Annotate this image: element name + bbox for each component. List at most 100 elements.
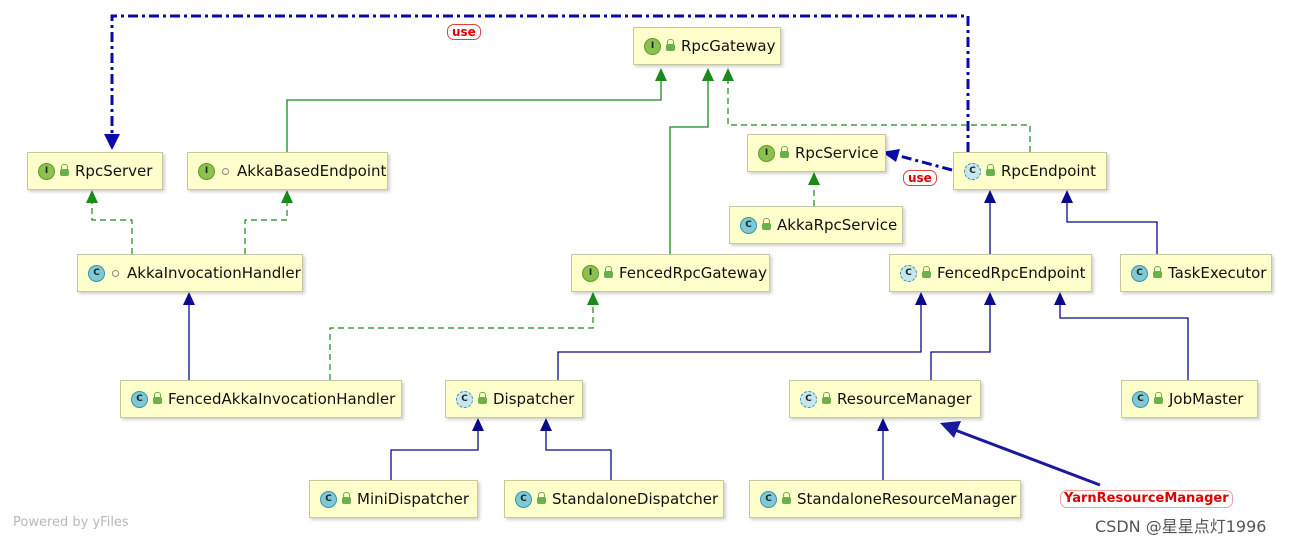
node-rpc-service[interactable]: I RpcService <box>747 134 886 172</box>
arrow-fencedakka-fencedgateway <box>587 292 599 305</box>
node-akka-rpc-service[interactable]: C AkkaRpcService <box>729 206 903 244</box>
edge-rpcendpoint-rpcgateway <box>727 80 1031 152</box>
node-rpc-server[interactable]: I RpcServer <box>27 152 163 190</box>
abstract-class-badge-icon: C <box>800 390 817 408</box>
arrow-minidispatcher-dispatcher <box>472 418 484 431</box>
edge-jobmaster-fencedendpoint <box>1059 304 1189 380</box>
package-private-icon <box>112 269 119 277</box>
public-lock-icon <box>604 266 613 278</box>
public-lock-icon <box>342 492 351 504</box>
public-lock-icon <box>1153 266 1162 278</box>
node-resource-manager[interactable]: C ResourceManager <box>789 380 981 418</box>
node-rpc-gateway[interactable]: I RpcGateway <box>633 27 781 65</box>
interface-badge-icon: I <box>758 144 775 162</box>
node-akka-invocation-handler[interactable]: C AkkaInvocationHandler <box>77 254 303 292</box>
node-label: RpcEndpoint <box>1001 162 1096 180</box>
public-lock-icon <box>986 164 995 176</box>
public-lock-icon <box>822 392 831 404</box>
node-label: FencedAkkaInvocationHandler <box>168 390 396 408</box>
node-label: MiniDispatcher <box>357 490 470 508</box>
node-fenced-akka-invocation-handler[interactable]: C FencedAkkaInvocationHandler <box>120 380 402 418</box>
class-badge-icon: C <box>1132 390 1149 408</box>
node-label: AkkaBasedEndpoint <box>237 162 387 180</box>
node-label: ResourceManager <box>837 390 972 408</box>
node-label: JobMaster <box>1169 390 1244 408</box>
node-label: FencedRpcEndpoint <box>937 264 1086 282</box>
node-mini-dispatcher[interactable]: C MiniDispatcher <box>309 480 478 518</box>
public-lock-icon <box>922 266 931 278</box>
package-private-icon <box>222 167 229 175</box>
yarn-annotation-arrowhead <box>940 421 961 438</box>
edge-dispatcher-fencedendpoint <box>557 304 922 380</box>
arrow-jobmaster-fencedendpoint <box>1054 292 1066 305</box>
edge-taskexecutor-rpcendpoint <box>1066 202 1158 254</box>
arrow-dispatcher-fencedendpoint <box>915 292 927 305</box>
public-lock-icon <box>1154 392 1163 404</box>
node-standalone-dispatcher[interactable]: C StandaloneDispatcher <box>504 480 724 518</box>
node-label: AkkaRpcService <box>777 216 898 234</box>
node-label: TaskExecutor <box>1168 264 1267 282</box>
yarn-annotation-arrow <box>954 428 1101 487</box>
use-edge-service <box>895 153 953 172</box>
interface-badge-icon: I <box>198 162 215 180</box>
class-badge-icon: C <box>1131 264 1148 282</box>
abstract-class-badge-icon: C <box>964 162 981 180</box>
arrow-standalonedispatcher-dispatcher <box>540 418 552 431</box>
arrow-rpcendpoint-rpcgateway <box>722 68 734 81</box>
edge-akkabased-rpcgateway <box>286 80 662 152</box>
public-lock-icon <box>153 392 162 404</box>
node-label: RpcGateway <box>681 37 776 55</box>
node-task-executor[interactable]: C TaskExecutor <box>1120 254 1272 292</box>
class-badge-icon: C <box>760 490 777 508</box>
interface-badge-icon: I <box>644 37 661 55</box>
arrow-fencedgateway-rpcgateway <box>702 68 714 81</box>
class-badge-icon: C <box>88 264 105 282</box>
arrow-akkabased-rpcgateway <box>655 68 667 81</box>
node-label: RpcService <box>795 144 879 162</box>
node-fenced-rpc-endpoint[interactable]: C FencedRpcEndpoint <box>889 254 1092 292</box>
class-badge-icon: C <box>515 490 532 508</box>
arrow-akkainvocation-rpcserver <box>86 190 98 203</box>
node-akka-based-endpoint[interactable]: I AkkaBasedEndpoint <box>187 152 388 190</box>
arrow-taskexecutor-rpcendpoint <box>1061 190 1073 203</box>
abstract-class-badge-icon: C <box>900 264 917 282</box>
use-label-service: use <box>903 170 937 186</box>
use-arrowhead-top <box>104 134 120 150</box>
use-edge-top <box>110 14 970 152</box>
node-label: StandaloneResourceManager <box>797 490 1017 508</box>
edge-fencedgateway-rpcgateway <box>669 80 709 254</box>
interface-badge-icon: I <box>38 162 55 180</box>
powered-by-watermark: Powered by yFiles <box>13 515 129 530</box>
arrow-akkainvocation-akkabased <box>281 190 293 203</box>
class-badge-icon: C <box>320 490 337 508</box>
yarn-resource-manager-annotation: YarnResourceManager <box>1060 490 1233 508</box>
public-lock-icon <box>666 39 675 51</box>
edge-akkainvocation-rpcserver <box>91 202 133 254</box>
public-lock-icon <box>60 164 69 176</box>
class-badge-icon: C <box>131 390 148 408</box>
node-standalone-resource-manager[interactable]: C StandaloneResourceManager <box>749 480 1021 518</box>
interface-badge-icon: I <box>582 264 599 282</box>
public-lock-icon <box>762 218 771 230</box>
arrow-fencedendpoint-rpcendpoint <box>984 190 996 203</box>
public-lock-icon <box>782 492 791 504</box>
node-job-master[interactable]: C JobMaster <box>1121 380 1258 418</box>
edge-resourcemanager-fencedendpoint <box>930 304 991 380</box>
arrow-fencedakka-akkainvocation <box>183 292 195 305</box>
edge-standalonedispatcher-dispatcher <box>545 430 612 480</box>
abstract-class-badge-icon: C <box>456 390 473 408</box>
node-dispatcher[interactable]: C Dispatcher <box>445 380 583 418</box>
arrow-akkarpcservice-rpcservice <box>808 172 820 185</box>
class-badge-icon: C <box>740 216 757 234</box>
node-label: AkkaInvocationHandler <box>127 264 301 282</box>
edge-fencedakka-fencedgateway <box>329 304 594 380</box>
public-lock-icon <box>478 392 487 404</box>
node-rpc-endpoint[interactable]: C RpcEndpoint <box>953 152 1107 190</box>
node-label: RpcServer <box>75 162 153 180</box>
node-label: Dispatcher <box>493 390 575 408</box>
node-label: StandaloneDispatcher <box>552 490 719 508</box>
node-fenced-rpc-gateway[interactable]: I FencedRpcGateway <box>571 254 770 292</box>
edge-minidispatcher-dispatcher <box>390 430 479 480</box>
node-label: FencedRpcGateway <box>619 264 767 282</box>
